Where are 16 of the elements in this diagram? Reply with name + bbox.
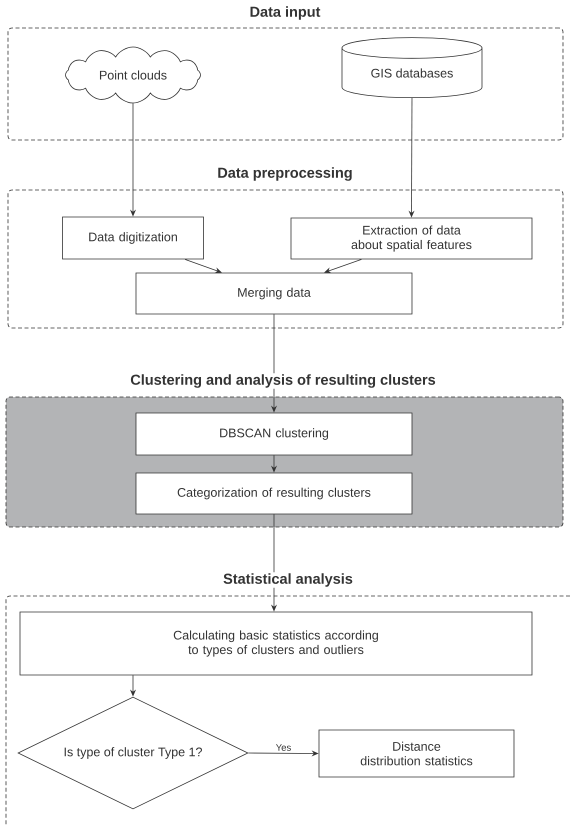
process-box: DBSCAN clustering [136,412,412,456]
process-box: Distance distribution statistics [318,730,514,778]
database-cylinder: GIS databases [342,37,482,98]
process-box: Merging data [136,272,412,314]
section-heading: Data input [248,5,322,21]
dashed-group-frame [6,596,570,825]
dashed-group-frame [8,28,564,140]
process-box: Categorization of resulting clusters [136,472,412,514]
edge-label: Yes [274,743,292,752]
process-box: Data digitization [62,216,204,260]
section-heading: Statistical analysis [222,572,354,588]
dashed-group-frame [8,190,564,328]
process-box: Extraction of data about spatial features [290,218,532,260]
section-heading: Data preprocessing [216,166,354,182]
process-box: Calculating basic statistics according to types of clusters and outliers [20,612,532,676]
section-heading: Clustering and analysis of resulting clusters [129,373,437,389]
